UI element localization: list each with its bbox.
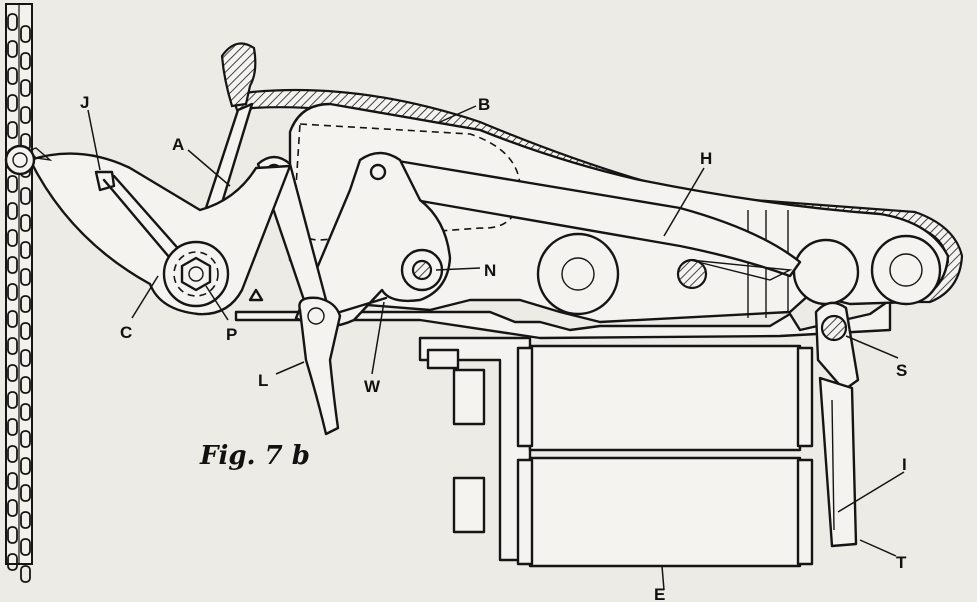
chain-link	[7, 256, 18, 274]
figure-caption: Fig. 7 b	[199, 441, 310, 471]
chain-links	[7, 13, 31, 583]
leader-s	[845, 335, 899, 359]
chain-link	[7, 418, 18, 436]
chain-link	[20, 403, 31, 421]
chain-link	[20, 511, 31, 529]
bellcrank-c	[28, 152, 292, 316]
chain-link	[7, 175, 18, 193]
chain-link	[7, 526, 18, 544]
leader-j	[87, 109, 101, 171]
leader-w	[371, 301, 385, 375]
chain-link	[20, 241, 31, 259]
chain-link	[20, 214, 31, 232]
chain-link	[20, 484, 31, 502]
label-s: S	[896, 361, 907, 380]
leader-t	[859, 539, 897, 557]
chain-link	[20, 79, 31, 97]
leader-c	[131, 275, 159, 319]
chain-link	[7, 445, 18, 463]
chain-link	[7, 499, 18, 517]
chain-link	[20, 187, 31, 205]
chain-link	[7, 202, 18, 220]
chain-link	[7, 40, 18, 58]
chain-link	[7, 229, 18, 247]
label-p: P	[226, 325, 237, 344]
chain-link	[7, 283, 18, 301]
label-i: I	[902, 455, 907, 474]
label-h: H	[700, 149, 712, 168]
leader-n	[435, 267, 481, 271]
chain-link	[20, 457, 31, 475]
chain-link	[7, 121, 18, 139]
chain-link	[20, 25, 31, 43]
label-e: E	[654, 585, 665, 602]
label-b: B	[478, 95, 490, 114]
chain-link	[7, 310, 18, 328]
main-frame	[234, 298, 892, 340]
label-a: A	[172, 135, 184, 154]
chain-link	[20, 565, 31, 583]
label-l: L	[258, 371, 268, 390]
chain-link	[7, 337, 18, 355]
housing-ear	[220, 42, 257, 108]
label-w: W	[364, 377, 381, 396]
leader-p	[205, 285, 229, 321]
chain-link	[20, 430, 31, 448]
leader-h	[663, 167, 705, 237]
chain-link	[7, 472, 18, 490]
chain-link	[20, 349, 31, 367]
leader-b	[439, 105, 477, 123]
bracket	[418, 336, 532, 562]
label-c: C	[120, 323, 132, 342]
chain-link	[20, 295, 31, 313]
chain-link	[20, 322, 31, 340]
chain-link	[7, 67, 18, 85]
chain-link	[7, 364, 18, 382]
chain-link	[7, 94, 18, 112]
trigger-l	[298, 296, 342, 436]
leader-i	[837, 471, 905, 513]
label-n: N	[484, 261, 496, 280]
leader-l	[275, 361, 305, 375]
chain-link	[20, 106, 31, 124]
chain-link	[7, 13, 18, 31]
chain-link	[7, 553, 18, 571]
chain-link	[7, 391, 18, 409]
label-t: T	[896, 553, 907, 572]
roller-bottom	[516, 456, 814, 568]
leader-e	[661, 565, 665, 591]
chain-link	[20, 376, 31, 394]
label-j: J	[80, 93, 89, 112]
plunger-i	[818, 376, 858, 548]
chain-link	[20, 52, 31, 70]
chain-link	[20, 268, 31, 286]
chain-link	[20, 538, 31, 556]
leader-a	[187, 149, 231, 187]
roller-top	[516, 344, 814, 452]
